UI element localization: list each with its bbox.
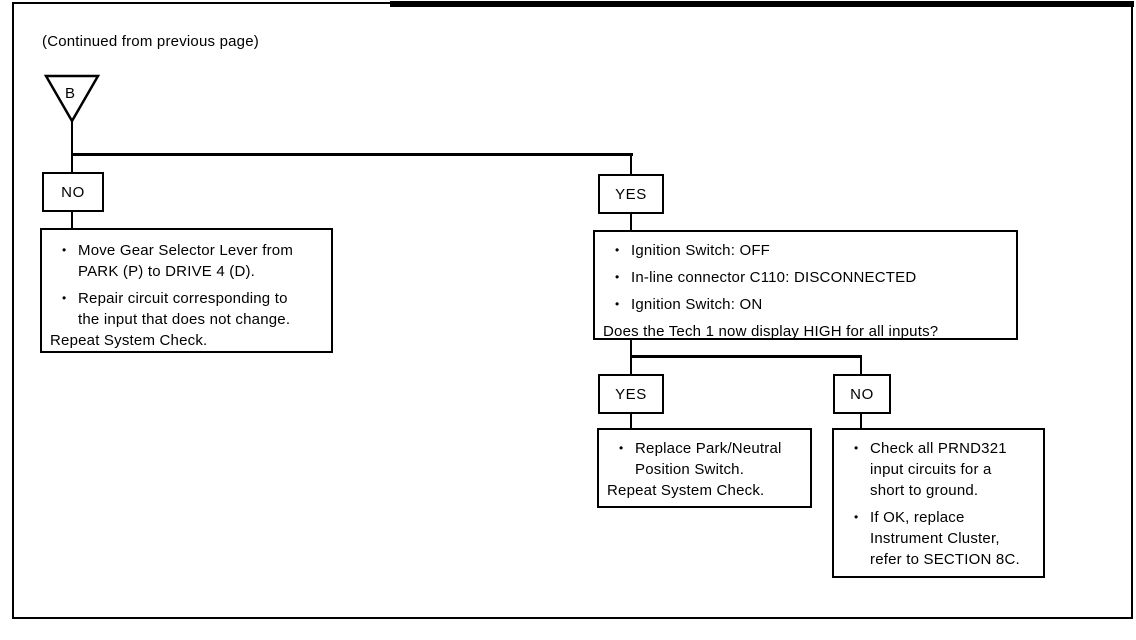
connector-label: B: [65, 85, 75, 102]
action-line: Position Switch.: [635, 461, 745, 478]
action-line: Repeat System Check.: [50, 332, 208, 349]
connector-line-sub-yes-down: [630, 414, 632, 428]
action-line: input circuits for a: [870, 461, 992, 478]
triangle-icon: [44, 74, 100, 124]
decision-line: In-line connector C110: DISCONNECTED: [601, 267, 1010, 288]
no-branch-label-text: NO: [61, 183, 85, 201]
no-branch-label: NO: [42, 172, 104, 212]
connector-line-to-no: [71, 156, 73, 172]
connector-line-yes-down: [630, 214, 632, 230]
connector-line-from-b: [71, 120, 73, 155]
sub-no-branch-label: NO: [833, 374, 891, 414]
action-line: PARK (P) to DRIVE 4 (D).: [78, 263, 256, 280]
decision-question: Does the Tech 1 now display HIGH for all…: [603, 323, 939, 340]
action-line: Repeat System Check.: [607, 482, 765, 499]
decision-line: Ignition Switch: ON: [601, 294, 1010, 315]
decision-line: Ignition Switch: OFF: [601, 240, 1010, 261]
check-circuits-box: Check all PRND321 input circuits for a s…: [832, 428, 1045, 578]
action-line: Repair circuit corresponding to: [48, 288, 325, 309]
connector-line-decision-down: [630, 340, 632, 356]
sub-no-branch-label-text: NO: [850, 385, 874, 403]
page-frame-top-rule: [390, 1, 1134, 7]
action-line: Move Gear Selector Lever from: [48, 240, 325, 261]
action-line: If OK, replace: [840, 507, 1037, 528]
decision-box: Ignition Switch: OFF In-line connector C…: [593, 230, 1018, 340]
connector-line-to-sub-yes: [630, 358, 632, 374]
connector-line-sub-no-down: [860, 414, 862, 428]
no-action-box: Move Gear Selector Lever from PARK (P) t…: [40, 228, 333, 353]
action-line: Instrument Cluster,: [870, 530, 1000, 547]
connector-line-sub-horizontal: [630, 355, 862, 358]
sub-yes-branch-label: YES: [598, 374, 664, 414]
action-line: refer to SECTION 8C.: [870, 551, 1020, 568]
connector-line-no-down: [71, 212, 73, 228]
connector-line-main-horizontal: [71, 153, 633, 156]
yes-branch-label-text: YES: [615, 185, 647, 203]
action-line: the input that does not change.: [78, 311, 291, 328]
yes-branch-label: YES: [598, 174, 664, 214]
sub-yes-branch-label-text: YES: [615, 385, 647, 403]
action-line: Check all PRND321: [840, 438, 1037, 459]
action-line: short to ground.: [870, 482, 979, 499]
continued-note: (Continued from previous page): [42, 33, 259, 50]
off-page-connector-b: B: [44, 74, 100, 124]
action-line: Replace Park/Neutral: [605, 438, 804, 459]
connector-line-to-sub-no: [860, 358, 862, 374]
connector-line-to-yes: [630, 156, 632, 174]
replace-switch-box: Replace Park/Neutral Position Switch. Re…: [597, 428, 812, 508]
